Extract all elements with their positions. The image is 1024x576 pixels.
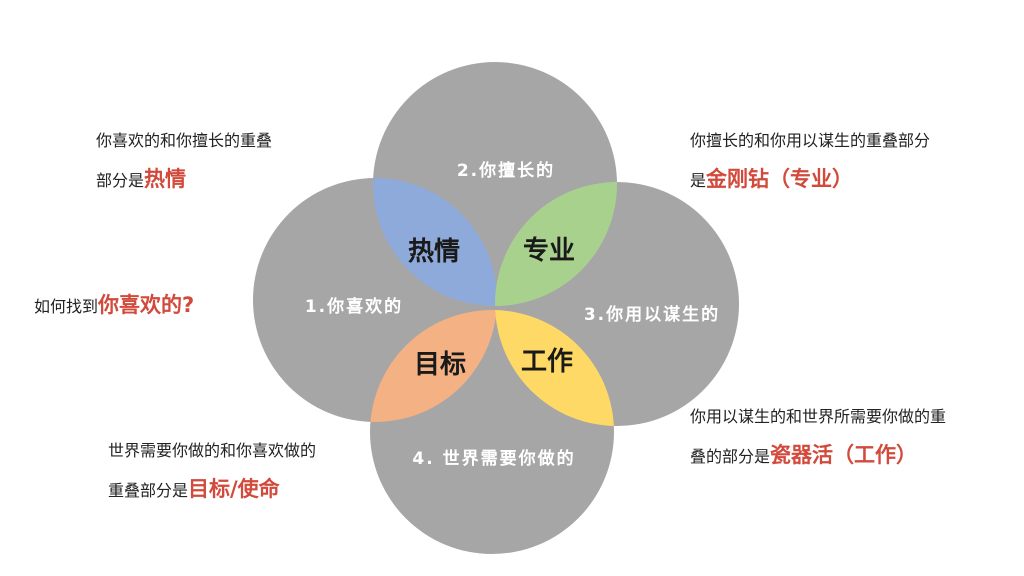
circle-paid-label: 3.你用以谋生的 — [584, 304, 720, 325]
overlap-mission-label: 目标 — [414, 350, 466, 380]
overlap-vocation-label: 工作 — [521, 347, 573, 377]
note-profession-line2: 是金刚钻（专业） — [690, 160, 930, 200]
note-mission: 世界需要你做的和你喜欢做的 重叠部分是目标/使命 — [108, 432, 316, 510]
overlap-mission — [370, 310, 497, 422]
circle-love-label: 1.你喜欢的 — [305, 296, 403, 317]
overlap-profession-label: 专业 — [523, 236, 575, 266]
note-passion-highlight: 热情 — [144, 167, 187, 191]
note-profession-line1: 你擅长的和你用以谋生的重叠部分 — [690, 131, 931, 150]
note-mission-highlight: 目标/使命 — [188, 477, 280, 501]
note-question-highlight: 你喜欢的? — [98, 293, 195, 317]
overlap-vocation — [495, 310, 614, 426]
note-vocation-prefix: 叠的部分是 — [690, 447, 771, 466]
note-vocation-line1: 你用以谋生的和世界所需要你做的重 — [690, 407, 947, 426]
note-mission-line2: 重叠部分是目标/使命 — [108, 470, 316, 510]
note-passion-line1: 你喜欢的和你擅长的重叠 — [96, 131, 273, 150]
note-vocation-highlight: 瓷器活（工作） — [770, 443, 918, 467]
note-vocation: 你用以谋生的和世界所需要你做的重 叠的部分是瓷器活（工作） — [690, 398, 946, 476]
note-mission-prefix: 重叠部分是 — [108, 481, 189, 500]
note-passion: 你喜欢的和你擅长的重叠 部分是热情 — [96, 122, 272, 200]
note-profession-highlight: 金刚钻（专业） — [706, 167, 854, 191]
note-passion-line2: 部分是热情 — [96, 160, 272, 200]
overlap-profession — [495, 182, 617, 306]
note-question: 如何找到你喜欢的? — [34, 286, 194, 326]
note-profession: 你擅长的和你用以谋生的重叠部分 是金刚钻（专业） — [690, 122, 930, 200]
note-question-prefix: 如何找到 — [34, 297, 99, 316]
note-mission-line1: 世界需要你做的和你喜欢做的 — [108, 441, 317, 460]
note-profession-prefix: 是 — [690, 171, 707, 190]
circle-good-label: 2.你擅长的 — [457, 160, 555, 181]
circle-need-label: 4. 世界需要你做的 — [412, 448, 575, 469]
overlap-passion-label: 热情 — [408, 237, 460, 267]
note-vocation-line2: 叠的部分是瓷器活（工作） — [690, 436, 946, 476]
note-passion-prefix: 部分是 — [96, 171, 145, 190]
